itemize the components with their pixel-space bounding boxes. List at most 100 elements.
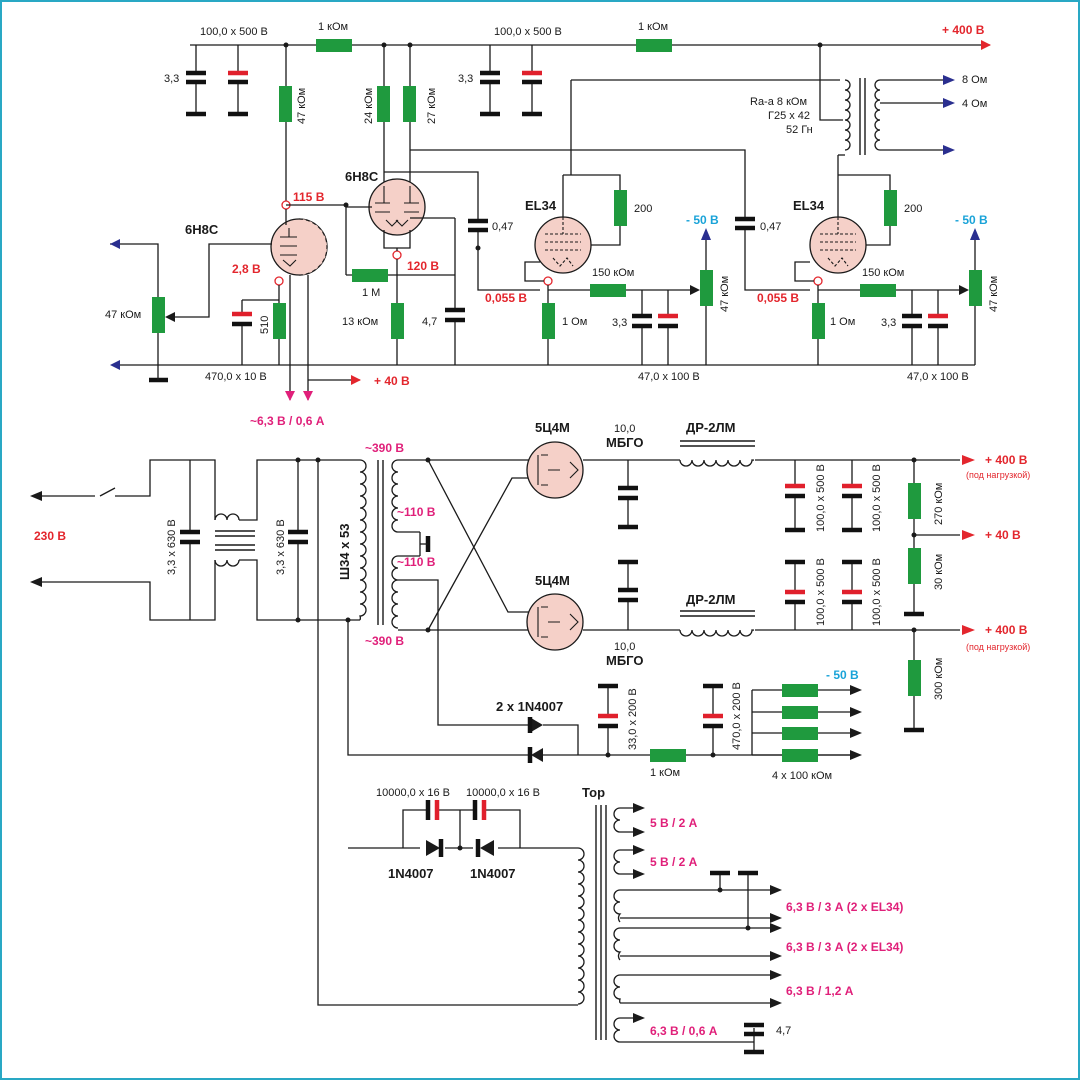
resistor-30k xyxy=(908,548,921,584)
cross-wires xyxy=(427,459,530,631)
node xyxy=(717,887,723,893)
tube-electrodes xyxy=(545,217,581,267)
tube-electrodes xyxy=(537,454,579,486)
out-arrow xyxy=(962,625,975,635)
resistor-100k xyxy=(782,706,818,719)
out-arrow xyxy=(943,75,955,85)
toroid-sec xyxy=(613,849,621,875)
voltage-label: + 400 В xyxy=(985,453,1028,467)
choke-coil xyxy=(214,513,240,521)
voltage-label: ~110 В xyxy=(397,505,436,519)
toroid-sec xyxy=(613,927,622,961)
ot-secondary-coil xyxy=(874,79,881,151)
label: 33,0 x 200 В xyxy=(627,688,639,750)
out-arrow xyxy=(770,885,782,895)
label: 3,3 x 630 В xyxy=(275,519,287,575)
bias-arrow xyxy=(701,228,711,240)
tube-electrodes xyxy=(375,186,419,227)
label: 3,3 xyxy=(881,317,896,329)
node xyxy=(295,457,301,463)
volume-pot xyxy=(152,297,165,333)
label: 1 кОм xyxy=(650,767,680,779)
voltage-label: 5 В / 2 А xyxy=(650,855,698,869)
label: 4,7 xyxy=(776,1025,791,1037)
node xyxy=(475,245,481,251)
label: 100,0 x 500 В xyxy=(200,26,268,38)
test-point xyxy=(813,276,823,286)
toroid-sec xyxy=(613,974,621,1004)
heater-ref-wires xyxy=(719,873,749,928)
label: 3,3 x 630 В xyxy=(166,519,178,575)
labels: 100,0 x 500 В 1 кОм 100,0 x 500 В 1 кОм … xyxy=(34,21,1030,1038)
voltage-label: 6,3 В / 3 А (2 х EL34) xyxy=(786,900,903,914)
wiper-arrow xyxy=(165,312,175,322)
mains-arrow xyxy=(30,491,42,501)
label: 100,0 x 500 В xyxy=(494,26,562,38)
label: 47,0 x 100 В xyxy=(638,371,700,383)
resistor-510 xyxy=(273,303,286,339)
label: Ra-a 8 кОм xyxy=(750,96,807,108)
label: 10,0 xyxy=(614,641,635,653)
ot-outputs xyxy=(880,79,945,151)
mains-line-b xyxy=(35,581,190,621)
label: 47,0 x 100 В xyxy=(907,371,969,383)
bias-wires xyxy=(347,579,530,756)
label: 1N4007 xyxy=(470,866,516,881)
label: Г25 x 42 xyxy=(768,110,810,122)
diode-1n4007-a xyxy=(426,840,440,856)
cathode-wires xyxy=(383,230,411,251)
label: 4 x 100 кОм xyxy=(772,770,832,782)
diode xyxy=(531,748,543,762)
toroid-sec xyxy=(613,807,621,833)
voltage-label: 6,3 В / 1,2 А xyxy=(786,984,854,998)
resistor-300k xyxy=(908,660,921,696)
label: 13 кОм xyxy=(342,316,378,328)
label: 470,0 x 10 В xyxy=(205,371,267,383)
wire xyxy=(641,290,669,365)
label: 47 кОм xyxy=(719,276,731,312)
tube-label: EL34 xyxy=(525,198,557,213)
wiper-arrow xyxy=(959,285,969,295)
wire-to-cap-a xyxy=(384,171,479,220)
voltage-label: 0,055 В xyxy=(757,291,799,305)
label: 47 кОм xyxy=(296,88,308,124)
out-arrow xyxy=(943,145,955,155)
screen-wire xyxy=(562,174,621,246)
ot-center-tap xyxy=(819,45,843,121)
tube-label: 5Ц4М xyxy=(535,420,570,435)
filter-a-wires xyxy=(195,45,239,113)
wire xyxy=(524,261,549,365)
power-supply-section xyxy=(30,440,975,1055)
label: 1 кОм xyxy=(638,21,668,33)
resistor-47k-plate xyxy=(279,86,292,122)
label: 3,3 xyxy=(612,317,627,329)
voltage-label: 5 В / 2 А xyxy=(650,816,698,830)
resistor-13k xyxy=(391,303,404,339)
toroid-sec xyxy=(613,1017,621,1043)
label: 100,0 x 500 В xyxy=(871,464,883,532)
out-arrow xyxy=(850,728,862,738)
wire xyxy=(239,459,360,621)
label: 1 кОм xyxy=(318,21,348,33)
voltage-label: 6,3 В / 3 А (2 х EL34) xyxy=(786,940,903,954)
node xyxy=(911,532,917,538)
out-arrow xyxy=(850,685,862,695)
wire xyxy=(751,689,850,756)
tube-dashed-half xyxy=(298,218,328,276)
tube-electrodes xyxy=(537,606,579,638)
resistor-27k xyxy=(403,86,416,122)
resistor-150k-b xyxy=(860,284,896,297)
voltage-label: - 50 В xyxy=(955,213,988,227)
choke-dr2lm-bot xyxy=(679,629,755,637)
wire xyxy=(241,285,280,365)
sec-wires xyxy=(620,889,770,1043)
label: 100,0 x 500 В xyxy=(815,558,827,626)
ground-arrow xyxy=(110,360,120,370)
label: 30 кОм xyxy=(933,554,945,590)
label: 100,0 x 500 В xyxy=(815,464,827,532)
voltage-label: 120 В xyxy=(407,259,439,273)
wiper-arrow xyxy=(690,285,700,295)
tube-label: EL34 xyxy=(793,198,825,213)
label: 100,0 x 500 В xyxy=(871,558,883,626)
